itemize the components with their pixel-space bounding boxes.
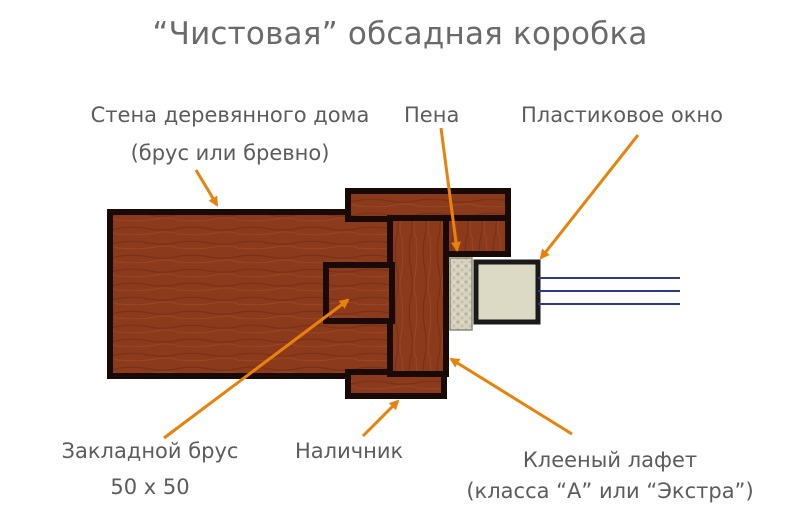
top-trim xyxy=(345,188,511,222)
arrow-insert xyxy=(163,298,350,440)
label-lafet-line2: (класса “А” или “Экстра”) xyxy=(466,479,754,503)
label-window: Пластиковое окно xyxy=(521,103,723,127)
label-foam: Пена xyxy=(404,103,460,127)
label-wall-line2: (брус или бревно) xyxy=(130,141,330,165)
label-insert-line2: 50 x 50 xyxy=(110,475,190,499)
label-trim: Наличник xyxy=(295,439,404,463)
diagram-title: “Чистовая” обсадная коробка xyxy=(152,16,648,52)
glass-lines xyxy=(538,277,680,305)
arrow-wall xyxy=(194,169,219,207)
arrow-foam xyxy=(439,127,461,252)
arrow-trim xyxy=(361,399,400,438)
label-wall-line1: Стена деревянного дома xyxy=(90,103,370,127)
label-insert-line1: Закладной брус xyxy=(61,439,239,463)
label-lafet-line1: Клееный лафет xyxy=(522,448,698,472)
lafet-frame xyxy=(387,215,449,377)
embedded-bar xyxy=(323,262,395,324)
foam xyxy=(449,257,473,331)
arrow-lafet xyxy=(449,357,573,436)
window-frame xyxy=(473,259,541,325)
arrow-window xyxy=(539,134,640,260)
